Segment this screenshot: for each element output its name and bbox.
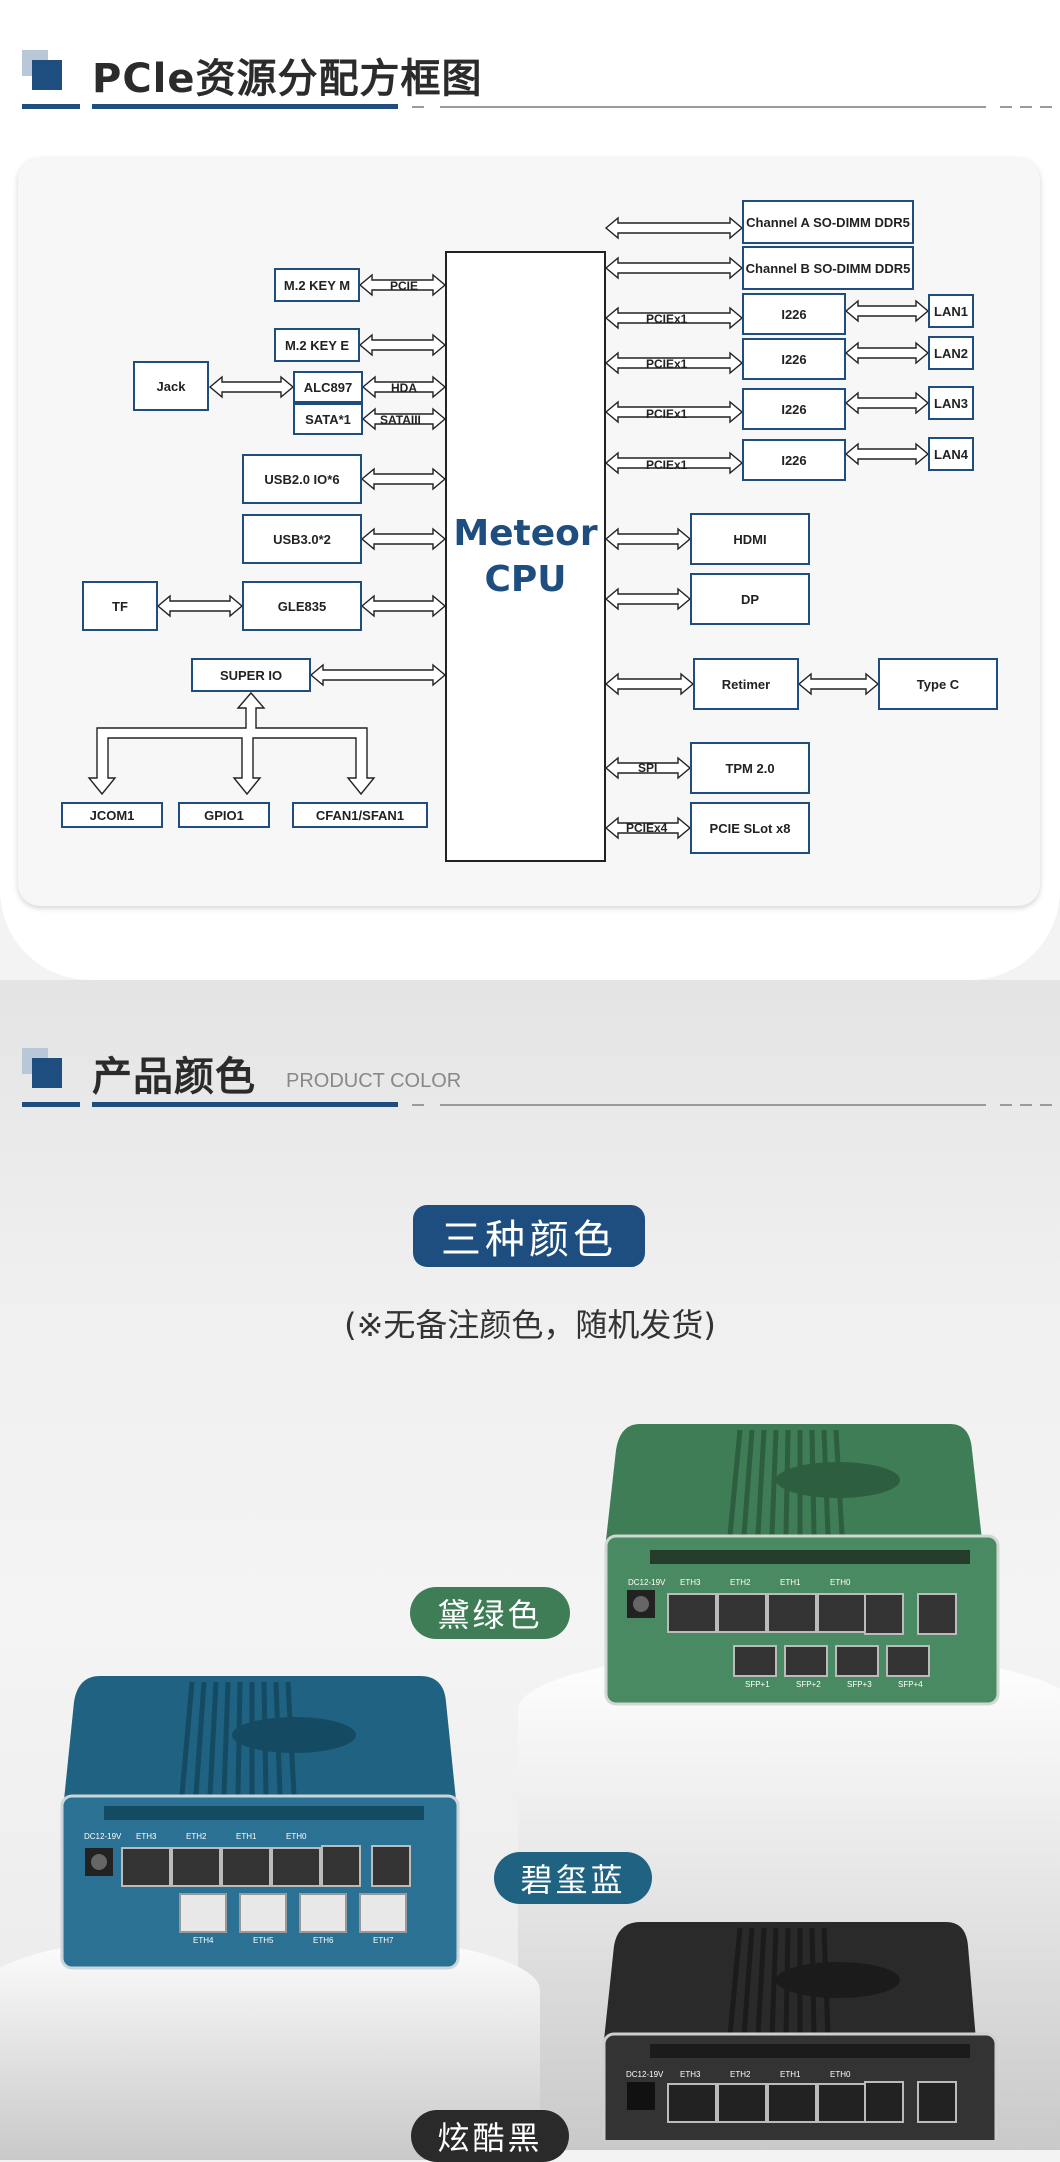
alc897-box: ALC897 — [293, 371, 363, 403]
lan1-box: LAN1 — [928, 294, 974, 328]
header-square-dark — [32, 1058, 62, 1088]
underline-dash — [1000, 1104, 1012, 1106]
usb20-box: USB2.0 IO*6 — [242, 454, 362, 504]
spi-label: SPI — [638, 761, 658, 775]
green-eth1-label: ETH1 — [780, 1578, 801, 1587]
channel-a-box: Channel A SO-DIMM DDR5 — [742, 200, 914, 244]
section-title: 产品颜色 — [92, 1054, 256, 1100]
underline-grey — [440, 106, 986, 108]
pciex4-label: PCIEx4 — [626, 821, 668, 835]
blue-eth2-label: ETH2 — [186, 1832, 207, 1841]
lan2-box: LAN2 — [928, 336, 974, 370]
blue-eth0-label: ETH0 — [286, 1832, 307, 1841]
blue-eth7-label: ETH7 — [373, 1936, 394, 1945]
m2-key-m-box: M.2 KEY M — [274, 268, 360, 302]
underline-long — [92, 104, 398, 109]
super-io-tree — [87, 691, 376, 796]
pcie-label: PCIE — [390, 279, 419, 293]
blue-eth4-label: ETH4 — [193, 1936, 214, 1945]
section-title: PCle资源分配方框图 — [92, 56, 483, 102]
i226-box-4: I226 — [742, 439, 846, 481]
sata-box: SATA*1 — [293, 403, 363, 435]
blue-color-tag: 碧玺蓝 — [494, 1852, 652, 1904]
underline-dash — [1040, 1104, 1052, 1106]
pciex1-label-2: PCIEx1 — [646, 357, 688, 371]
pciex1-label-4: PCIEx1 — [646, 458, 688, 472]
underline-long — [92, 1102, 398, 1107]
black-eth1-label: ETH1 — [780, 2070, 801, 2079]
device-blue — [60, 1676, 460, 1970]
underline-short — [22, 104, 80, 109]
cpu-line1: Meteor — [453, 512, 598, 554]
lan3-box: LAN3 — [928, 386, 974, 420]
i226-box-3: I226 — [742, 388, 846, 430]
green-eth3-label: ETH3 — [680, 1578, 701, 1587]
header-square-dark — [32, 60, 62, 90]
tpm-box: TPM 2.0 — [690, 742, 810, 794]
typec-box: Type C — [878, 658, 998, 710]
sataiii-label: SATAIII — [380, 413, 421, 427]
i226-box-2: I226 — [742, 338, 846, 380]
gle835-box: GLE835 — [242, 581, 362, 631]
blue-eth3-label: ETH3 — [136, 1832, 157, 1841]
underline-short — [22, 1102, 80, 1107]
three-colors-heading: 三种颜色 — [413, 1205, 645, 1267]
lan4-box: LAN4 — [928, 437, 974, 471]
green-sfp3-label: SFP+3 — [847, 1680, 872, 1689]
underline-dash — [1000, 106, 1012, 108]
green-sfp2-label: SFP+2 — [796, 1680, 821, 1689]
cpu-block: Meteor CPU — [445, 251, 606, 862]
tf-box: TF — [82, 581, 158, 631]
super-io-box: SUPER IO — [191, 658, 311, 692]
underline-dash — [412, 1104, 424, 1106]
section-header-block-diagram: PCle资源分配方框图 — [0, 44, 1060, 124]
black-eth3-label: ETH3 — [680, 2070, 701, 2079]
cfan-box: CFAN1/SFAN1 — [292, 802, 428, 828]
black-color-tag: 炫酷黑 — [411, 2110, 569, 2162]
cpu-line2: CPU — [484, 558, 567, 600]
blue-eth1-label: ETH1 — [236, 1832, 257, 1841]
underline-dash — [1040, 106, 1052, 108]
blue-eth6-label: ETH6 — [313, 1936, 334, 1945]
underline-grey — [440, 1104, 986, 1106]
black-power-label: DC12-19V — [626, 2070, 664, 2079]
jack-box: Jack — [133, 361, 209, 411]
underline-dash — [1020, 1104, 1032, 1106]
dp-box: DP — [690, 573, 810, 625]
block-diagram-card: Meteor CPU M.2 KEY M M.2 KEY E Jack ALC8… — [18, 158, 1040, 906]
device-black — [602, 1922, 998, 2140]
underline-dash — [1020, 106, 1032, 108]
green-eth0-label: ETH0 — [830, 1578, 851, 1587]
section-header-product-color: 产品颜色 PRODUCT COLOR — [0, 1042, 1060, 1122]
m2-key-e-box: M.2 KEY E — [274, 328, 360, 362]
retimer-box: Retimer — [693, 658, 799, 710]
green-sfp4-label: SFP+4 — [898, 1680, 923, 1689]
pcie-slot-box: PCIE SLot x8 — [690, 802, 810, 854]
section-subtitle: PRODUCT COLOR — [286, 1070, 462, 1092]
hda-label: HDA — [391, 381, 417, 395]
pciex1-label-3: PCIEx1 — [646, 407, 688, 421]
blue-eth5-label: ETH5 — [253, 1936, 274, 1945]
green-eth2-label: ETH2 — [730, 1578, 751, 1587]
green-color-tag: 黛绿色 — [410, 1587, 570, 1639]
diagram-connectors — [87, 216, 930, 840]
gpio1-box: GPIO1 — [178, 802, 270, 828]
jcom1-box: JCOM1 — [61, 802, 163, 828]
pciex1-label-1: PCIEx1 — [646, 312, 688, 326]
usb30-box: USB3.0*2 — [242, 514, 362, 564]
i226-box-1: I226 — [742, 293, 846, 335]
channel-b-box: Channel B SO-DIMM DDR5 — [742, 246, 914, 290]
green-sfp1-label: SFP+1 — [745, 1680, 770, 1689]
blue-power-label: DC12-19V — [84, 1832, 122, 1841]
green-power-label: DC12-19V — [628, 1578, 666, 1587]
black-eth0-label: ETH0 — [830, 2070, 851, 2079]
color-note: (※无备注颜色，随机发货) — [344, 1306, 716, 1344]
black-eth2-label: ETH2 — [730, 2070, 751, 2079]
underline-dash — [412, 106, 424, 108]
device-green — [604, 1424, 1000, 1706]
hdmi-box: HDMI — [690, 513, 810, 565]
